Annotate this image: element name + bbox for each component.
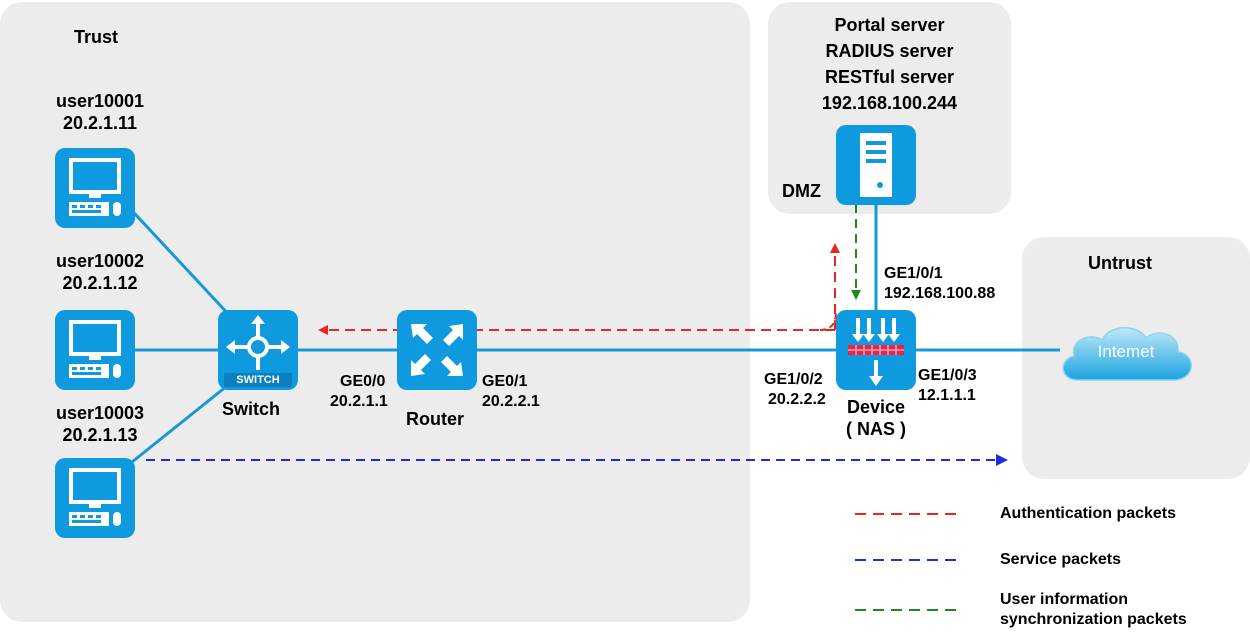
cloud-icon <box>1062 327 1192 381</box>
computer-icon <box>69 158 121 216</box>
router-right-port: GE0/1 20.2.2.1 <box>482 372 540 412</box>
legend-sync-label: User information synchronization packets <box>1000 590 1187 630</box>
port-ip: 20.2.1.1 <box>330 393 388 410</box>
legend-service-label: Service packets <box>1000 551 1121 568</box>
server-device[interactable] <box>836 125 916 205</box>
port-name: GE0/0 <box>340 373 386 390</box>
nas-device[interactable] <box>836 310 916 390</box>
user-label-1: user10001 20.2.1.11 <box>40 90 160 134</box>
device-left-port: GE1/0/2 20.2.2.2 <box>764 370 826 410</box>
server-role: Portal server <box>834 15 945 35</box>
port-ip: 12.1.1.1 <box>918 387 976 404</box>
server-role: RESTful server <box>824 67 955 87</box>
trust-zone-label: Trust <box>74 27 119 47</box>
pc-icon-user3[interactable] <box>55 458 135 538</box>
server-role: RADIUS server <box>825 41 954 61</box>
device-sublabel: ( NAS ) <box>846 419 906 439</box>
port-ip: 20.2.2.1 <box>482 393 540 410</box>
port-ip: 20.2.2.2 <box>768 391 826 408</box>
user-name: user10003 <box>55 403 145 423</box>
switch-label: Switch <box>222 399 281 419</box>
legend-sync-line1: User information <box>1000 591 1129 608</box>
switch-icon <box>224 315 292 387</box>
user-name: user10001 <box>55 91 145 111</box>
port-name: GE1/0/3 <box>918 367 977 384</box>
user-ip: 20.2.1.13 <box>62 425 138 445</box>
device-label: Device ( NAS ) <box>826 396 926 440</box>
switch-device[interactable]: SWITCH <box>218 310 298 390</box>
computer-icon <box>69 468 121 526</box>
port-name: GE0/1 <box>482 373 528 390</box>
device-name: Device <box>846 397 906 417</box>
internet-cloud[interactable]: Intemet <box>1054 320 1198 384</box>
port-name: GE1/0/2 <box>764 371 823 388</box>
router-device[interactable] <box>397 310 477 390</box>
dmz-zone-label: DMZ <box>782 181 821 201</box>
switch-badge: SWITCH <box>236 374 280 386</box>
device-right-port: GE1/0/3 12.1.1.1 <box>918 366 977 406</box>
user-ip: 20.2.1.11 <box>62 113 138 133</box>
user-label-3: user10003 20.2.1.13 <box>40 402 160 446</box>
firewall-icon <box>848 318 904 386</box>
computer-icon <box>69 320 121 378</box>
router-label: Router <box>406 409 464 429</box>
server-icon <box>860 133 892 197</box>
link-user3-switch <box>121 380 233 472</box>
router-left-port: GE0/0 20.2.1.1 <box>330 372 388 412</box>
user-label-2: user10002 20.2.1.12 <box>40 250 160 294</box>
router-icon <box>411 324 463 376</box>
server-label: Portal server RADIUS server RESTful serv… <box>768 14 1011 114</box>
port-name: GE1/0/1 <box>884 265 943 282</box>
server-ip: 192.168.100.244 <box>821 93 958 113</box>
user-name: user10002 <box>55 251 145 271</box>
port-ip: 192.168.100.88 <box>884 285 996 302</box>
pc-icon-user1[interactable] <box>55 148 135 228</box>
legend-auth-label: Authentication packets <box>1000 505 1177 522</box>
user-ip: 20.2.1.12 <box>62 273 138 293</box>
internet-label: Intemet <box>1097 342 1155 361</box>
untrust-zone-label: Untrust <box>1088 253 1152 273</box>
device-up-port: GE1/0/1 192.168.100.88 <box>884 264 995 304</box>
pc-icon-user2[interactable] <box>55 310 135 390</box>
legend-sync-line2: synchronization packets <box>1000 611 1187 628</box>
link-user1-switch <box>120 198 234 320</box>
